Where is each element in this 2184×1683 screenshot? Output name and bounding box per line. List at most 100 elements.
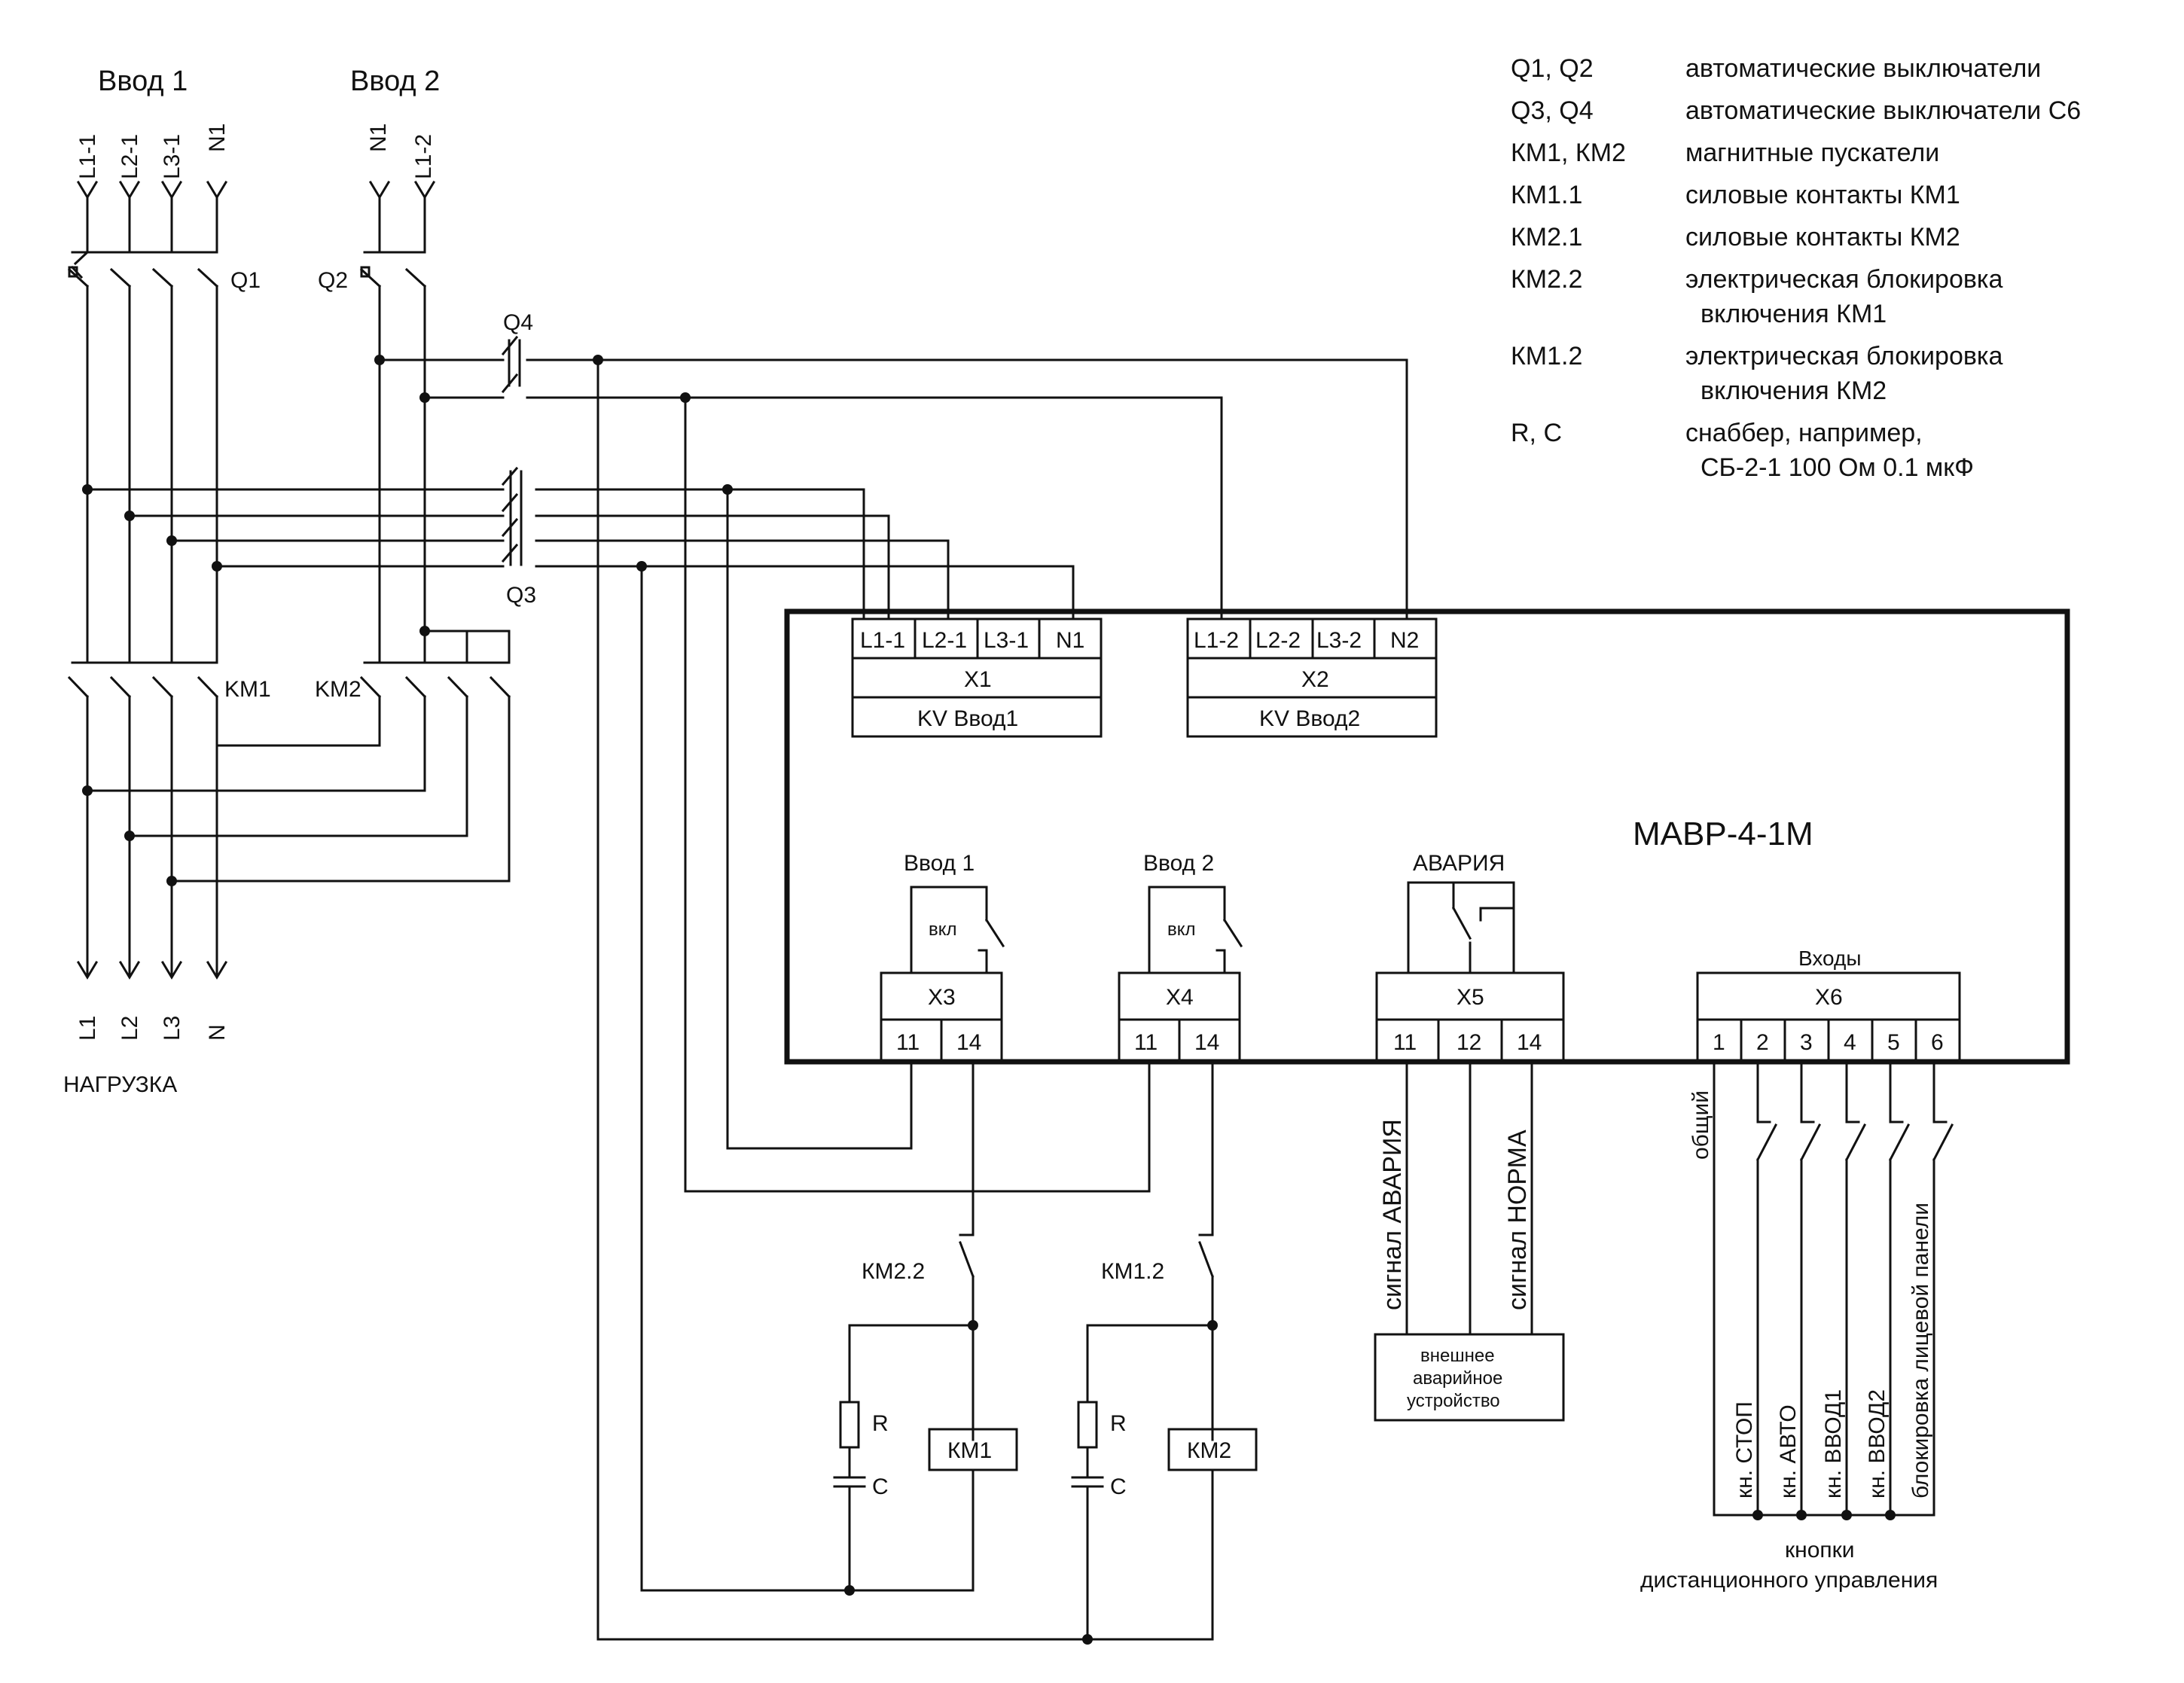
legend-code: КМ1.1 (1511, 181, 1582, 209)
load-label: НАГРУЗКА (63, 1072, 177, 1097)
x1-terminal: N1 (1056, 628, 1084, 653)
load-phase-label: L1 (75, 1016, 100, 1041)
q2-label: Q2 (318, 268, 348, 293)
ext-device-line: аварийное (1413, 1368, 1502, 1389)
legend-code: КМ1, КМ2 (1511, 139, 1626, 167)
x3-connector: Ввод 1 вкл X3 11 14 (880, 851, 1005, 1063)
x2-feed-wires (535, 358, 1408, 620)
load-phase-label: L3 (160, 1016, 185, 1041)
input2-buses (378, 285, 426, 664)
signal-norm-label: сигнал НОРМА (1503, 1130, 1532, 1310)
km1-contactor: KM1 (67, 661, 271, 702)
x1-connector: L1-1 L2-1 L3-1 N1 X1 KV Ввод1 (851, 617, 1103, 738)
x3-label: X3 (928, 985, 956, 1010)
x2-terminal: L3-2 (1316, 628, 1362, 653)
input-arrows (76, 180, 436, 200)
x4-pin: 11 (1134, 1030, 1158, 1055)
legend: Q1, Q2 автоматические выключатели Q3, Q4… (1511, 54, 2081, 482)
legend-code: КМ1.2 (1511, 342, 1582, 370)
control-wires (596, 358, 1214, 1641)
x6-pin: 1 (1713, 1030, 1725, 1055)
legend-code: Q3, Q4 (1511, 96, 1594, 125)
external-alarm-device (1374, 1333, 1565, 1422)
legend-code: Q1, Q2 (1511, 54, 1594, 83)
load-phase-label: N (205, 1024, 230, 1041)
button-label: кн. СТОП (1732, 1401, 1757, 1499)
x6-pin: 6 (1931, 1030, 1944, 1055)
button-label: кн. ВВОД1 (1821, 1389, 1846, 1499)
x3-pin: 11 (896, 1030, 920, 1055)
x4-pin: 14 (1194, 1030, 1219, 1055)
legend-desc: СБ-2-1 100 Ом 0.1 мкФ (1701, 453, 1974, 482)
km12-label: КМ1.2 (1101, 1259, 1164, 1284)
q1-label: Q1 (230, 268, 261, 293)
legend-desc: электрическая блокировка (1685, 265, 2003, 294)
q4-label: Q4 (503, 310, 533, 335)
input2-title: Ввод 2 (350, 66, 440, 97)
phase-label: N1 (366, 123, 391, 152)
legend-desc: электрическая блокировка (1685, 342, 2003, 370)
x1-feed-wires (535, 488, 1075, 620)
x1-terminal: L2-1 (922, 628, 967, 653)
x5-connector: АВАРИЯ X5 11 12 14 (1375, 851, 1565, 1063)
remote-buttons-wiring (1713, 1060, 1954, 1517)
device-name: МАВР-4-1М (1633, 816, 1813, 852)
q2-breaker: Q2 (318, 196, 427, 293)
x4-connector: Ввод 2 вкл X4 11 14 (1118, 851, 1243, 1063)
input1-phase-labels: L1-1 L2-1 L3-1 N1 (75, 123, 230, 179)
km1-coil-circuit: КМ2.2 КМ1 R C (833, 1060, 1018, 1592)
x6-pin: 2 (1756, 1030, 1769, 1055)
legend-code: R, C (1511, 419, 1562, 447)
x6-pin: 3 (1800, 1030, 1813, 1055)
km1-coil-label: КМ1 (947, 1438, 992, 1463)
r-label: R (1110, 1411, 1127, 1436)
load-phase-label: L2 (117, 1016, 142, 1041)
input1-buses (86, 285, 218, 664)
alarm-wiring: сигнал АВАРИЯ сигнал НОРМА внешнее авари… (1374, 1060, 1565, 1422)
button-label: кн. ВВОД2 (1865, 1389, 1890, 1499)
x3-contact-label: вкл (929, 919, 957, 940)
km2-contactor: KM2 (315, 630, 511, 702)
x5-pin: 12 (1457, 1030, 1481, 1055)
x1-terminal: L1-1 (860, 628, 905, 653)
x2-label: X2 (1301, 667, 1329, 692)
x4-label: X4 (1166, 985, 1194, 1010)
x6-title: Входы (1798, 947, 1861, 970)
x3-pin: 14 (956, 1030, 981, 1055)
phase-label: L3-1 (160, 134, 185, 179)
legend-desc: включения КМ2 (1701, 377, 1887, 405)
ext-device-line: устройство (1407, 1391, 1500, 1411)
legend-desc: силовые контакты КМ2 (1685, 223, 1960, 252)
r-label: R (872, 1411, 889, 1436)
q1-breaker: Q1 (67, 196, 261, 293)
legend-desc: силовые контакты КМ1 (1685, 181, 1960, 209)
x2-terminal: N2 (1390, 628, 1419, 653)
km2-coil-circuit: КМ1.2 КМ2 R C (1071, 1060, 1258, 1641)
legend-desc: автоматические выключатели (1685, 54, 2041, 83)
x1-sub: KV Ввод1 (917, 706, 1018, 731)
legend-desc: автоматические выключатели C6 (1685, 96, 2081, 125)
phase-label: L1-1 (75, 134, 100, 179)
signal-alarm-label: сигнал АВАРИЯ (1378, 1119, 1407, 1310)
c-label: C (1110, 1474, 1127, 1499)
input2-phase-labels: N1 L1-2 (366, 123, 436, 179)
x6-pin: 5 (1887, 1030, 1900, 1055)
phase-label: N1 (205, 123, 230, 152)
x2-connector: L1-2 L2-2 L3-2 N2 X2 KV Ввод2 (1186, 617, 1438, 738)
legend-desc: магнитные пускатели (1685, 139, 1939, 167)
load-phase-labels: L1 L2 L3 N (75, 1016, 230, 1041)
x5-pin: 14 (1517, 1030, 1542, 1055)
q3-breaker: Q3 (86, 466, 536, 608)
x5-title: АВАРИЯ (1413, 851, 1505, 876)
remote-caption: дистанционного управления (1640, 1568, 1938, 1593)
legend-desc: включения КМ1 (1701, 300, 1887, 328)
load-buses (76, 695, 511, 980)
x6-pin: 4 (1844, 1030, 1856, 1055)
x2-terminal: L1-2 (1194, 628, 1239, 653)
legend-code: КМ2.1 (1511, 223, 1582, 252)
x4-contact-label: вкл (1167, 919, 1196, 940)
q4-breaker: Q4 (378, 310, 538, 399)
ext-device-line: внешнее (1420, 1346, 1495, 1366)
x5-label: X5 (1457, 985, 1484, 1010)
